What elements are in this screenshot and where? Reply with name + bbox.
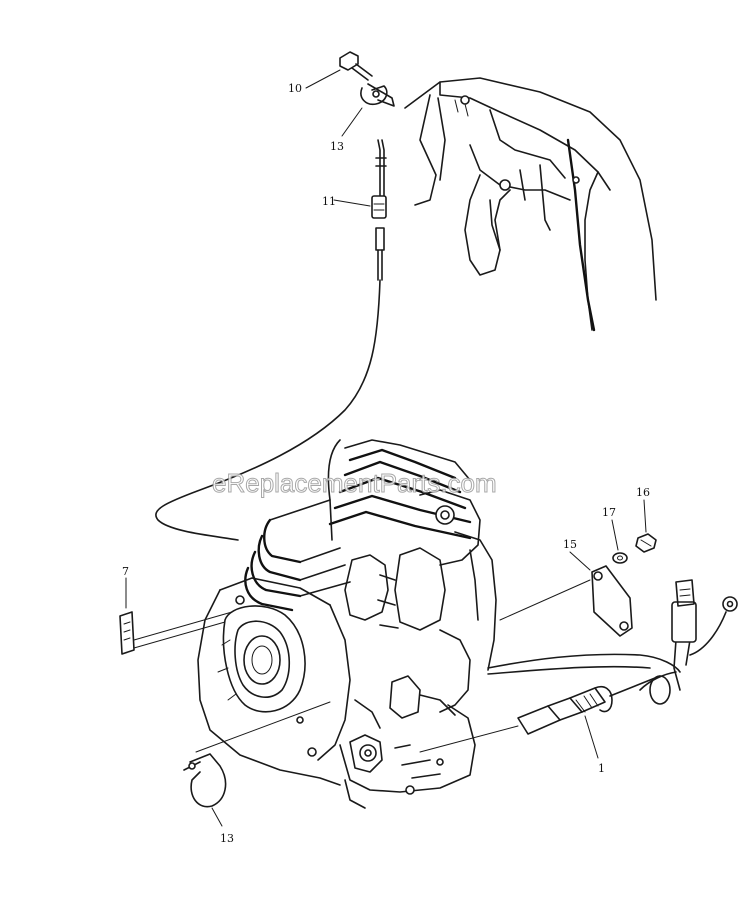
leader-7: [133, 611, 233, 649]
leader-13-bottom: [195, 701, 331, 753]
part-label-16: 16: [636, 486, 650, 499]
clamp-13-bottom: [183, 753, 227, 808]
part-label-11: 11: [322, 195, 336, 208]
leader-16-label: [643, 499, 647, 533]
ignition-cable: [155, 279, 381, 541]
watermark: eReplacementParts.com: [212, 468, 497, 498]
part-label-13-bottom: 13: [220, 832, 234, 845]
engine-block: [197, 439, 497, 809]
clamp-13-top: [360, 83, 395, 107]
washer-17: [612, 552, 628, 564]
leader-15-label: [569, 551, 591, 571]
leader-13-top: [341, 107, 363, 137]
part-label-7: 7: [122, 565, 129, 578]
leader-13b-label: [211, 807, 223, 827]
leader-17-label: [611, 519, 619, 551]
part-label-15: 15: [563, 538, 577, 551]
screw-16: [635, 533, 657, 553]
leader-10: [305, 69, 341, 89]
part-label-10: 10: [288, 82, 302, 95]
spark-plug-terminal-11: [371, 139, 387, 281]
ignition-harness: [487, 565, 738, 735]
part-label-1: 1: [598, 762, 605, 775]
leader-1: [419, 725, 519, 753]
fan-housing: [404, 77, 657, 332]
part-label-17: 17: [602, 506, 616, 519]
leader-1-label: [584, 715, 599, 759]
part-label-13-top: 13: [330, 140, 344, 153]
screw-10: [339, 51, 373, 81]
leader-15: [499, 579, 591, 621]
bracket-7: [119, 611, 135, 655]
leader-11: [333, 199, 371, 207]
